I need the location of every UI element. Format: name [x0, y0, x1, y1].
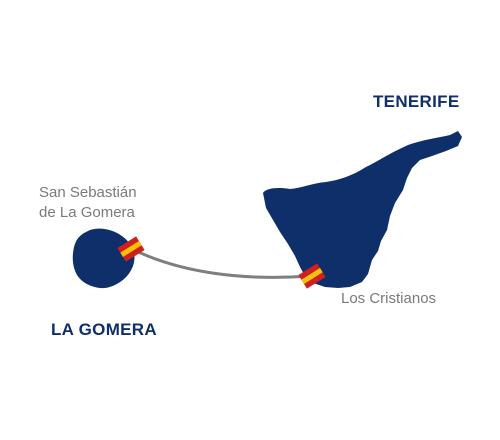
la-gomera-label: LA GOMERA [51, 320, 157, 339]
san-sebastian-label-line2: de La Gomera [39, 204, 135, 221]
spanish-flag-icon [298, 263, 326, 289]
spanish-flag-icon [117, 236, 145, 262]
ferry-route-line [132, 248, 312, 279]
tenerife-label: TENERIFE [373, 92, 460, 111]
san-sebastian-label: San Sebastián de La Gomera [39, 183, 137, 223]
tenerife-island [263, 131, 462, 288]
san-sebastian-label-line1: San Sebastián [39, 184, 137, 201]
los-cristianos-label: Los Cristianos [341, 290, 437, 307]
la-gomera-island [72, 228, 135, 289]
